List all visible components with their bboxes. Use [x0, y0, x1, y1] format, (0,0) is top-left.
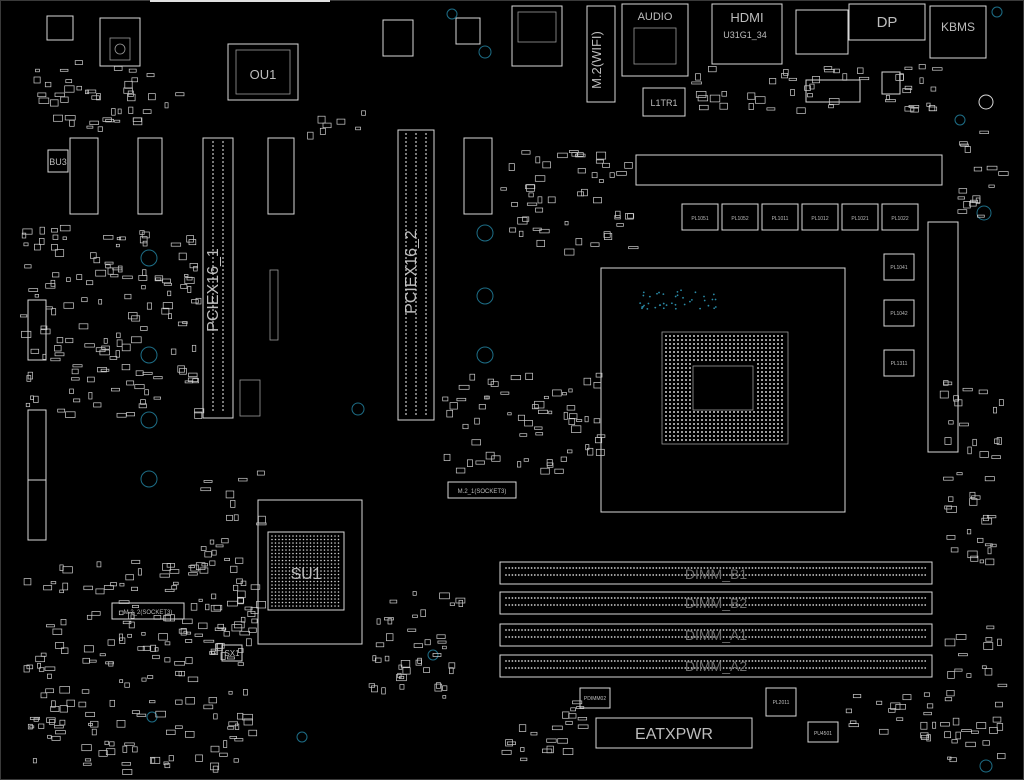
m2-1-label: M.2_1(SOCKET3) [458, 489, 507, 495]
pl1021[interactable] [841, 203, 879, 231]
usb-stack-2[interactable] [795, 9, 849, 55]
pl1051-label: PL1051 [691, 216, 708, 222]
sx1-chip[interactable] [221, 644, 243, 662]
audio-label: AUDIO [638, 11, 673, 23]
pl1052[interactable] [721, 203, 759, 231]
smd-components [20, 60, 1009, 775]
pl2011[interactable] [765, 687, 797, 717]
pcie-slots: PCIEX16_1 PCIEX16_2 [202, 129, 435, 421]
dimm-a2-label: DIMM_A2 [685, 658, 747, 674]
pciex16-1-slot[interactable] [202, 137, 234, 419]
dimm-slots: DIMM_B1 DIMM_B2 DIMM_A1 DIMM_A2 [499, 561, 933, 678]
u31g1-label: U31G1_34 [723, 30, 767, 40]
dimm-a1-label: DIMM_A1 [685, 627, 747, 643]
hdmi-label: HDMI [730, 10, 763, 25]
rear-io: M.2(WIFI) AUDIO L1TR1 HDMI U31G1_34 DP K… [511, 3, 994, 117]
m2-slots: M.2_1(SOCKET3) M.2_2(SOCKET3) [111, 481, 517, 620]
hdmi-port[interactable] [711, 3, 783, 65]
pl1041-label: PL1041 [890, 265, 907, 271]
pu4501-label: PU4501 [814, 731, 832, 737]
bu3-chip[interactable] [47, 149, 69, 173]
dimm-a1-slot[interactable] [499, 623, 933, 647]
vrm-row: PL1051 PL1052 PL1011 PL1012 PL1021 PL102… [635, 154, 959, 453]
pl1042-label: PL1042 [890, 311, 907, 317]
pl1311-label: PL1311 [891, 361, 908, 367]
power-area: EATXPWR PDIMM02 PL2011 PU4501 [579, 687, 839, 749]
kbms-port[interactable] [929, 5, 987, 59]
bu3-label: BU3 [49, 157, 67, 167]
dimm-b2-slot[interactable] [499, 591, 933, 615]
dp-label: DP [877, 14, 898, 31]
pl1041[interactable] [883, 253, 915, 281]
dimm-b1-label: DIMM_B1 [685, 566, 747, 582]
m2-wifi-label: M.2(WIFI) [589, 31, 604, 89]
audio-jack[interactable] [621, 3, 689, 77]
pl1042[interactable] [883, 299, 915, 327]
pdimm-label: PDIMM02 [584, 696, 606, 702]
pl1311[interactable] [883, 349, 915, 377]
eatxpwr-connector[interactable] [595, 717, 753, 749]
pl1011-label: PL1011 [772, 216, 789, 222]
pl1012[interactable] [801, 203, 839, 231]
ou1-chip[interactable] [227, 43, 299, 101]
mounting-holes [140, 6, 1003, 773]
pl1052-label: PL1052 [731, 216, 748, 222]
ou1-region: OU1 [46, 15, 481, 101]
pl1051[interactable] [681, 203, 719, 231]
su1-label: SU1 [290, 566, 321, 583]
pdimm-chip[interactable] [579, 687, 611, 709]
dp-port[interactable] [848, 3, 926, 41]
left-headers: BU3 [27, 137, 493, 541]
su1-chip[interactable] [267, 531, 345, 611]
pl1012-label: PL1012 [811, 216, 828, 222]
ou1-label: OU1 [250, 67, 277, 82]
ltr1-label: L1TR1 [650, 98, 677, 108]
pu4501[interactable] [807, 721, 839, 743]
sx1-label: SX1 [224, 649, 240, 658]
m2-2-label: M.2_2(SOCKET3) [124, 610, 173, 616]
usb-stack-1[interactable] [511, 5, 563, 67]
pl1022[interactable] [881, 203, 919, 231]
dimm-b2-label: DIMM_B2 [685, 595, 747, 611]
m2-2-slot[interactable] [111, 602, 185, 620]
ltr1-chip[interactable] [642, 87, 686, 117]
kbms-label: KBMS [941, 20, 975, 34]
m2-wifi-slot[interactable] [586, 5, 616, 103]
eatxpwr-label: EATXPWR [635, 726, 713, 743]
pl1021-label: PL1021 [851, 216, 868, 222]
chipset: SU1 SX1 [221, 499, 363, 662]
dimm-a2-slot[interactable] [499, 654, 933, 678]
pciex16-2-label: PCIEX16_2 [403, 230, 420, 314]
cpu-socket[interactable] [212, 133, 846, 513]
pciex16-2-slot[interactable] [397, 129, 435, 421]
dimm-b1-slot[interactable] [499, 561, 933, 585]
pl1022-label: PL1022 [891, 216, 908, 222]
m2-1-slot[interactable] [447, 481, 517, 499]
pl1011[interactable] [761, 203, 799, 231]
pl2011-label: PL2011 [773, 700, 790, 706]
